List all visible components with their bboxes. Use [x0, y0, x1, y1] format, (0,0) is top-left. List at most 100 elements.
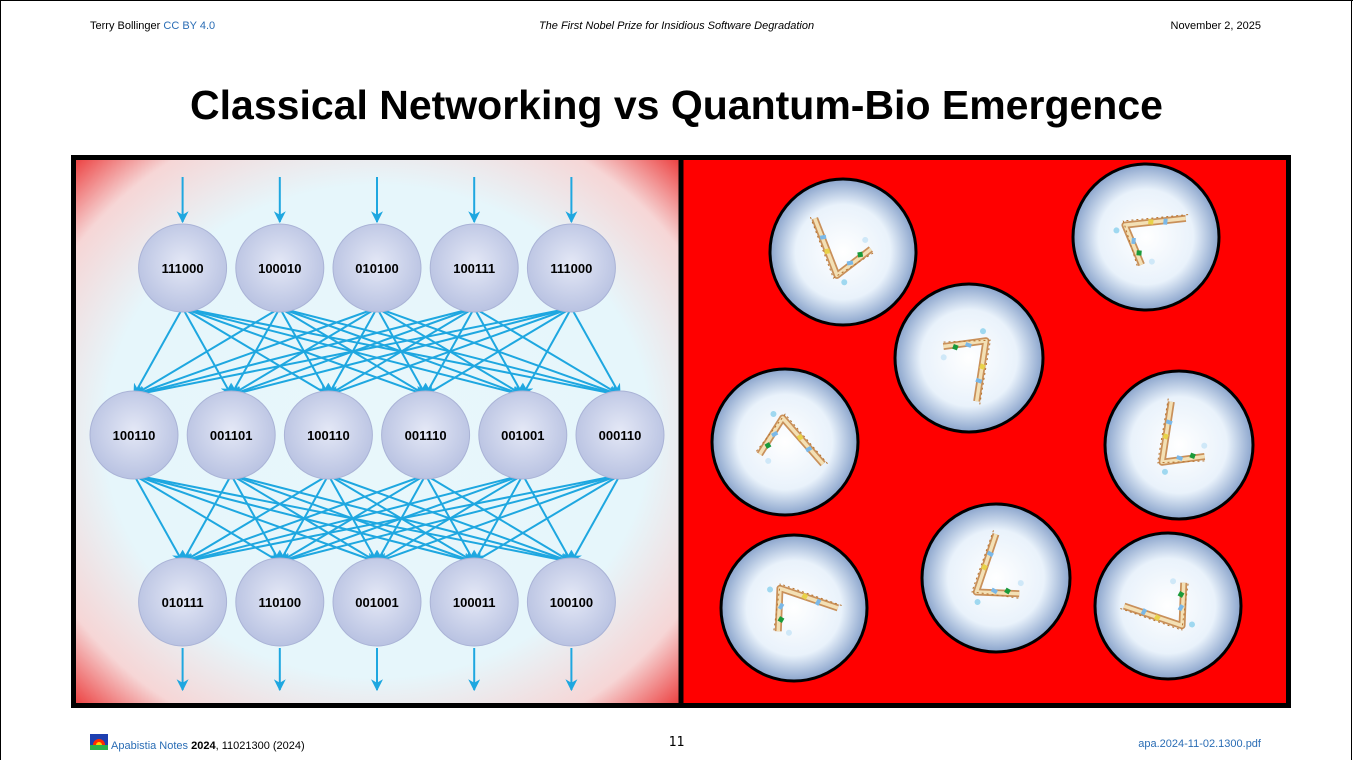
node-label: 001110: [405, 428, 447, 443]
node-circle: [332, 557, 422, 647]
slide-title: Classical Networking vs Quantum-Bio Emer…: [190, 82, 1163, 128]
node-label: 100010: [258, 261, 301, 276]
network-connection: [424, 307, 572, 396]
node-circle: [526, 557, 616, 647]
node-label: 001101: [210, 428, 253, 443]
node-circle: [429, 557, 519, 647]
bio-bubble: [719, 533, 869, 683]
page-border-left: [0, 0, 1, 760]
network-node: 100011: [429, 557, 519, 647]
network-connection: [132, 307, 378, 398]
network-connection: [132, 307, 475, 399]
footer-filename[interactable]: apa.2024-11-02.1300.pdf: [1138, 738, 1261, 750]
bio-bubble: [768, 177, 918, 327]
node-label: 110100: [258, 595, 301, 610]
molecule-strand: [1120, 578, 1195, 631]
bio-bubble: [893, 282, 1045, 434]
license-link[interactable]: CC BY 4.0: [163, 20, 216, 32]
network-connection: [375, 474, 621, 565]
molecule-strand: [767, 583, 842, 636]
network-node: 111000: [526, 223, 616, 313]
network-connection: [230, 307, 572, 399]
node-circle: [235, 557, 325, 647]
node-circle: [235, 223, 325, 313]
network-connection: [132, 307, 281, 396]
header-author: Terry Bollinger CC BY 4.0: [90, 20, 215, 32]
bubble-circle: [1093, 531, 1243, 681]
node-circle: [138, 223, 228, 313]
header-date: November 2, 2025: [1170, 20, 1262, 32]
node-circle: [283, 390, 373, 480]
node-circle: [89, 390, 179, 480]
network-connection: [570, 474, 621, 564]
node-label: 010111: [162, 595, 204, 610]
bubble-circle: [710, 367, 860, 517]
node-label: 010100: [355, 261, 398, 276]
node-label: 001001: [501, 428, 544, 443]
network-node: 000110: [575, 390, 665, 480]
network-node: 110100: [235, 557, 325, 647]
author-name: Terry Bollinger: [90, 20, 161, 32]
network-connection: [132, 307, 572, 399]
publication-identifier: , 11021300 (2024): [215, 740, 305, 752]
node-circle: [575, 390, 665, 480]
network-node: 010100: [332, 223, 422, 313]
network-connection: [181, 474, 621, 566]
node-label: 100100: [550, 595, 593, 610]
node-label: 111000: [162, 261, 204, 276]
molecule-strand: [1157, 398, 1208, 475]
node-circle: [186, 390, 276, 480]
network-connection: [181, 474, 426, 565]
network-node: 001101: [186, 390, 276, 480]
bubble-circle: [920, 502, 1072, 654]
molecule-strand: [940, 328, 991, 405]
node-circle: [332, 223, 422, 313]
publication-year: 2024: [191, 740, 216, 752]
bubble-circle: [893, 282, 1045, 434]
network-connection: [473, 474, 621, 563]
network-node: 100110: [89, 390, 179, 480]
bio-bubble: [1093, 531, 1243, 681]
node-circle: [478, 390, 568, 480]
network-connection: [181, 474, 233, 564]
node-label: 001001: [355, 595, 398, 610]
node-label: 111000: [550, 261, 592, 276]
comparison-diagram: 111000 100010 010100 100111 111000 100110 0011…: [71, 155, 1291, 708]
bubble-circle: [719, 533, 869, 683]
network-connection: [133, 474, 184, 564]
bio-bubble: [920, 502, 1072, 654]
network-node: 001001: [332, 557, 422, 647]
bio-bubble: [1071, 162, 1221, 312]
bio-bubbles: [710, 162, 1255, 683]
node-label: 100011: [453, 595, 496, 610]
page-border-top: [0, 0, 1353, 1]
molecule-strand: [809, 216, 874, 286]
network-node: 001001: [478, 390, 568, 480]
node-circle: [138, 557, 228, 647]
network-node: 001110: [381, 390, 471, 480]
network-connection: [327, 307, 572, 398]
network-connection: [181, 474, 524, 566]
network-node: 111000: [138, 223, 228, 313]
network-nodes: 111000 100010 010100 100111 111000 100110 0011…: [89, 223, 665, 647]
node-circle: [526, 223, 616, 313]
node-label: 100111: [453, 261, 495, 276]
network-connection: [521, 307, 573, 397]
node-label: 000110: [599, 428, 642, 443]
molecule-strand: [971, 530, 1024, 605]
bio-bubble: [1103, 369, 1255, 521]
node-label: 100110: [113, 428, 156, 443]
molecule-strand: [1113, 214, 1189, 267]
page-border-right: [1351, 0, 1352, 760]
network-node: 100100: [526, 557, 616, 647]
network-connection: [570, 307, 621, 397]
bio-bubble: [710, 367, 860, 517]
network-connection: [181, 474, 329, 563]
network-connection: [133, 307, 184, 397]
node-circle: [429, 223, 519, 313]
network-node: 010111: [138, 557, 228, 647]
bubble-circle: [1103, 369, 1255, 521]
network-links: [132, 177, 622, 692]
footer-publication: Apabistia Notes 2024, 11021300 (2024): [90, 734, 305, 754]
bubble-circle: [768, 177, 918, 327]
